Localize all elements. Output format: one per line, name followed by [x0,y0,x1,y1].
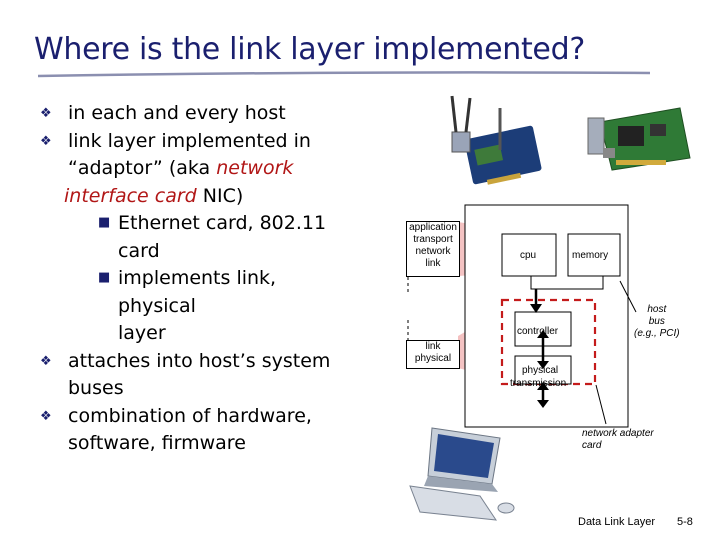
diamond-bullet-icon: ❖ [40,353,52,369]
diamond-bullet-icon: ❖ [40,133,52,149]
diamond-bullet-icon: ❖ [40,106,52,121]
highlight-network: network [216,157,294,179]
memory-label: memory [572,250,609,261]
computer-monitor-image [409,427,515,521]
slide-title: Where is the link layer implemented? [34,32,585,67]
stack-layer-transport: transport [413,234,453,245]
adapter-protocol-stack: link physical [406,340,460,369]
cpu-label: cpu [520,250,537,261]
title-underline [38,71,650,78]
bullet-item: ❖ combination of hardware, software, fir… [40,404,312,455]
adapter-highlight [458,300,520,384]
stack-layer-link: link [425,341,441,352]
stack-layer-application: application [409,222,457,233]
ethernet-nic-card-image [587,107,691,171]
host-box [464,204,629,428]
square-bullet-icon: ■ [98,215,111,230]
host-bus-label: host bus (e.g., PCI) [634,304,680,339]
stack-layer-physical: physical [414,353,452,364]
sub-bullet-item: ■ implements link, physical layer [40,265,360,348]
bullet-item: ❖ attaches into host’s system buses [40,349,331,400]
wireless-nic-card-image [450,95,542,185]
stack-layer-link: link [425,258,441,269]
stack-layer-network: network [415,246,451,257]
footer-section: Data Link Layer [578,516,656,528]
footer-page-number: 5-8 [677,516,693,528]
square-bullet-icon: ■ [98,270,111,285]
network-adapter-card-label: network adapter card [582,428,654,451]
physical-label: physical [522,365,559,376]
host-protocol-stack: application transport network link [406,221,460,277]
diamond-bullet-icon: ❖ [40,408,52,424]
nic-line: interface card NIC) [64,184,244,207]
bullet-list: ❖ in each and every host ❖ link layer im… [40,100,360,458]
highlight-interface-card: interface card [64,184,197,207]
host-highlight [458,222,520,276]
transmission-label: transmission [510,378,567,389]
bus-line [530,276,604,290]
sub-bullet-item: ■ Ethernet card, 802.11 card [40,210,360,265]
controller-label: controller [517,326,559,337]
bullet-item: ❖ link layer implemented in “adaptor” (a… [40,129,311,180]
bullet-item: ❖ in each and every host [40,100,360,128]
